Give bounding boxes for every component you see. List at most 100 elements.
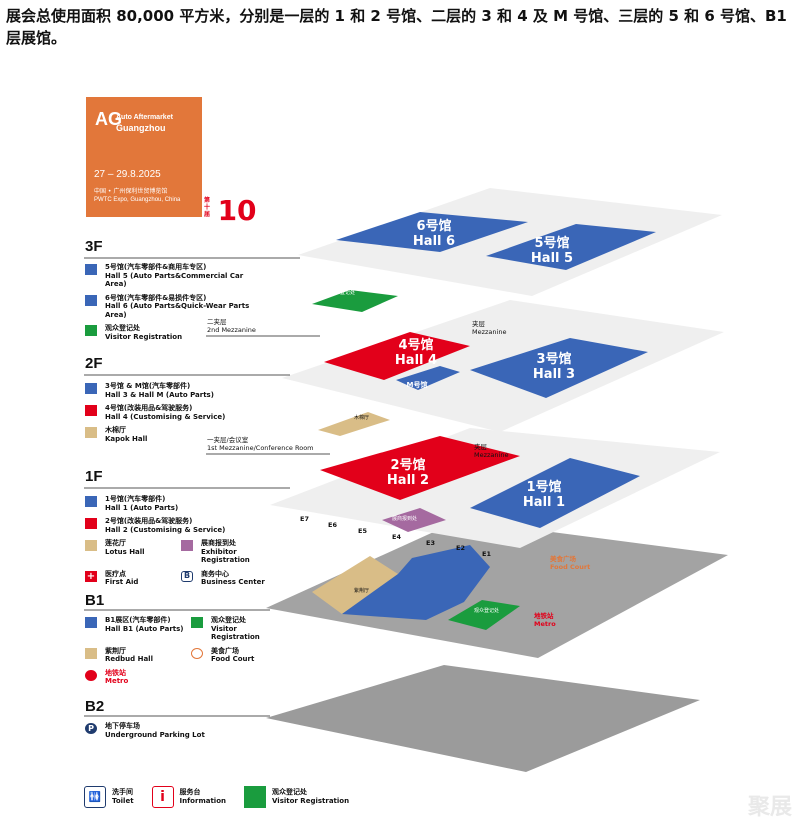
legend-cn: 3号馆 & M馆(汽车零部件)	[105, 382, 191, 390]
legend-2f: 3号馆 & M馆(汽车零部件)Hall 3 & Hall M (Auto Par…	[85, 382, 265, 448]
legend-cn: 木棉厅	[105, 426, 126, 434]
event-dates: 27 – 29.8.2025	[94, 169, 161, 180]
food-court-en: Food Court	[550, 563, 591, 571]
hall-en: Hall 2	[386, 473, 430, 488]
gate-e7: E7	[300, 515, 309, 523]
exhibitor-registration-label: 展商报到处	[392, 516, 418, 522]
legend-cn: 紫荆厅	[105, 646, 126, 655]
swatch-blue	[85, 383, 97, 394]
hall-cn: 4号馆	[398, 338, 434, 353]
legend-en: Kapok Hall	[105, 434, 148, 443]
legend-cn: 观众登记处	[105, 324, 140, 332]
legend-3f: 5号馆(汽车零部件&商用车专区)Hall 5 (Auto Parts&Comme…	[85, 263, 265, 346]
legend-cn: 5号馆(汽车零部件&商用车专区)	[105, 263, 207, 271]
legend-en: Lotus Hall	[105, 547, 145, 556]
legend-cn: 4号馆(改装用品&驾驶服务)	[105, 404, 193, 412]
hall-en: Hall 1	[522, 495, 566, 510]
legend-cn: B1展区(汽车零部件)	[105, 616, 171, 624]
business-center-icon: B	[181, 570, 193, 582]
gate-e6: E6	[328, 521, 337, 529]
legend-1f-hall2: 2号馆(改装用品&驾驶服务)Hall 2 (Customising & Serv…	[85, 517, 285, 534]
legend-en: Hall 4 (Customising & Service)	[105, 412, 226, 421]
metro-icon	[85, 669, 97, 681]
legend-cn: 2号馆(改装用品&驾驶服务)	[105, 517, 193, 525]
legend-en: Metro	[105, 677, 129, 685]
mezz1-en: 1st Mezzanine/Conference Room	[207, 444, 314, 452]
b2-floor-plate	[266, 665, 700, 772]
legend-3f-hall6: 6号馆(汽车零部件&易损件专区)Hall 6 (Auto Parts&Quick…	[85, 294, 265, 320]
3f-hall-6	[336, 212, 528, 252]
bottom-legend-cn: 洗手间	[112, 788, 133, 796]
legend-1f: 1号馆(汽车零部件)Hall 1 (Auto Parts) 2号馆(改装用品&驾…	[85, 495, 285, 592]
mezz2-en: 2nd Mezzanine	[207, 326, 256, 334]
legend-2f-hall4: 4号馆(改装用品&驾驶服务)Hall 4 (Customising & Serv…	[85, 404, 265, 421]
brand-name-line1: Auto Aftermarket	[116, 114, 173, 121]
2f-kapok-hall	[318, 412, 390, 436]
legend-cn: 展商报到处	[201, 539, 236, 547]
hall-en: Hall 6	[412, 234, 456, 249]
callout-en: Mezzanine	[472, 328, 507, 336]
legend-1f-hall1: 1号馆(汽车零部件)Hall 1 (Auto Parts)	[85, 495, 285, 512]
2f-hall-3	[470, 338, 648, 398]
legend-en: Hall 5 (Auto Parts&Commercial Car Area)	[105, 271, 244, 289]
swatch-blue	[85, 294, 97, 306]
legend-2f-hall3m: 3号馆 & M馆(汽车零部件)Hall 3 & Hall M (Auto Par…	[85, 382, 265, 399]
legend-en: Underground Parking Lot	[105, 730, 205, 739]
legend-3f-hall5: 5号馆(汽车零部件&商用车专区)Hall 5 (Auto Parts&Comme…	[85, 263, 265, 289]
legend-en: Hall B1 (Auto Parts)	[105, 624, 184, 633]
redbud-hall-label: 紫荆厅	[354, 588, 370, 594]
kapok-hall-label: 木棉厅	[354, 415, 370, 421]
mezz1-cn: 一夹层/会议室	[207, 436, 249, 444]
bottom-legend-cn: 观众登记处	[272, 788, 307, 796]
floor-label-1f: 1F	[85, 468, 103, 485]
anniversary-number: 10	[217, 194, 257, 227]
legend-en: Hall 2 (Customising & Service)	[105, 525, 226, 534]
2f-hall-m	[396, 366, 460, 390]
mezz2-cn: 二夹层	[207, 318, 227, 326]
swatch-blue	[85, 617, 97, 628]
1f-exhibitor-registration	[382, 508, 446, 532]
2f-hall-4	[324, 332, 470, 380]
3f-registration-label: 观众登记处	[330, 290, 356, 296]
legend-cn: 地铁站	[105, 668, 126, 677]
first-aid-icon: +	[85, 570, 97, 582]
callout-cn: 夹层	[474, 443, 487, 451]
watermark: 聚展	[747, 795, 792, 820]
3f-visitor-registration	[312, 290, 398, 312]
parking-icon: P	[85, 723, 97, 734]
legend-cn: 莲花厅	[105, 539, 126, 547]
swatch-blue	[85, 264, 97, 275]
1f-hall-2	[320, 436, 520, 500]
legend-en: Hall 6 (Auto Parts&Quick-Wear Parts Area…	[105, 302, 250, 319]
legend-en: Hall 1 (Auto Parts)	[105, 503, 179, 512]
bottom-legend-en: Information	[179, 797, 226, 805]
gate-e2: E2	[456, 544, 465, 552]
swatch-green	[191, 617, 203, 628]
b1-floor-plate	[266, 520, 728, 658]
floor-label-b2: B2	[85, 698, 105, 715]
floor-label-2f: 2F	[85, 355, 103, 372]
hall-en: Hall 5	[530, 251, 574, 266]
legend-cn: 观众登记处	[211, 616, 246, 624]
b1-hall-area	[342, 545, 490, 620]
callout-cn: 夹层	[472, 320, 485, 328]
swatch-red	[85, 518, 97, 529]
page-caption: 展会总使用面积 80,000 平方米，分别是一层的 1 和 2 号馆、二层的 3…	[6, 7, 787, 47]
